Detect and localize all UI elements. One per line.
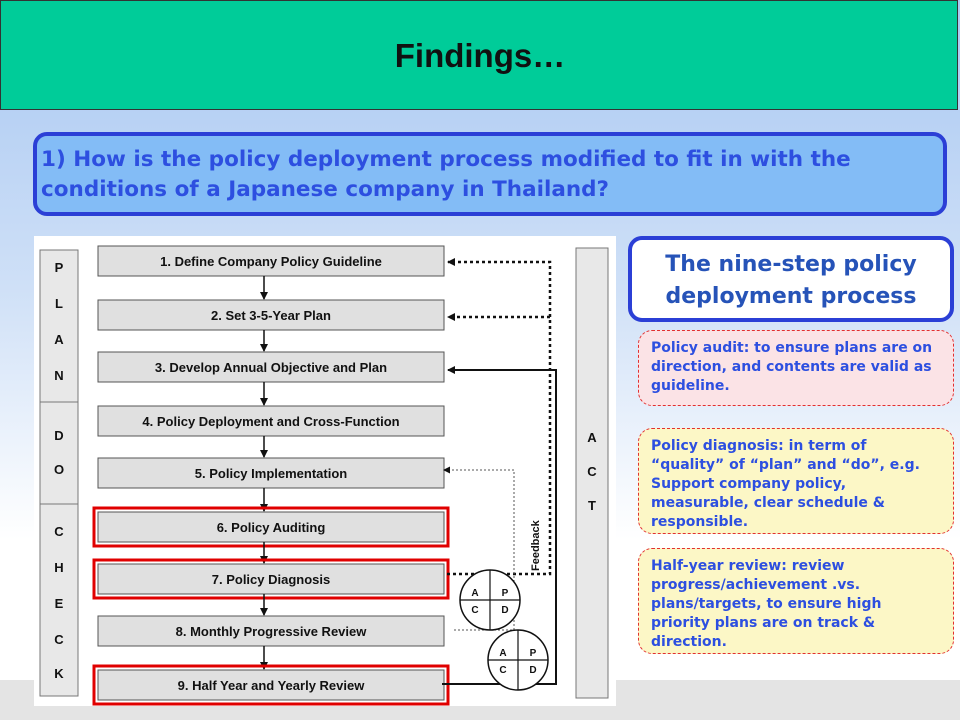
phase-letter: O [54, 462, 64, 477]
pdca-letter: D [529, 665, 536, 676]
phase-box-plan [39, 249, 79, 403]
act-column: A C T [575, 247, 609, 699]
research-question-text: 1) How is the policy deployment process … [41, 147, 851, 202]
act-box [575, 247, 609, 699]
note-policy-diagnosis-text: Policy diagnosis: in term of “quality” o… [651, 438, 920, 530]
step-highlight-frame [92, 506, 450, 548]
note-half-year-review-text: Half-year review: review progress/achiev… [651, 558, 882, 650]
process-title-text: The nine-step policy deployment process [665, 252, 917, 309]
note-policy-audit-text: Policy audit: to ensure plans are on dir… [651, 340, 933, 394]
phase-letter: A [54, 332, 64, 347]
pdca-letter: C [499, 665, 506, 676]
step-label: 1. Define Company Policy Guideline [160, 254, 382, 269]
pdca-letter: P [530, 648, 537, 659]
phase-letter: C [54, 524, 64, 539]
pdca-letter: C [471, 605, 478, 616]
act-letter: T [588, 498, 596, 513]
step-box [97, 405, 445, 437]
phase-letter: K [54, 666, 64, 681]
step-label: 9. Half Year and Yearly Review [178, 678, 366, 693]
step-box [97, 511, 445, 543]
step-label: 4. Policy Deployment and Cross-Function [142, 414, 399, 429]
step-label: 5. Policy Implementation [195, 466, 347, 481]
step-highlight-frame [92, 558, 450, 600]
research-question-box: 1) How is the policy deployment process … [33, 132, 947, 216]
step-box [97, 563, 445, 595]
phase-box-check [39, 503, 79, 697]
phase-letter: N [54, 368, 63, 383]
step-label: 8. Monthly Progressive Review [176, 624, 368, 639]
phase-letter: L [55, 296, 63, 311]
pdca-letter: D [501, 605, 508, 616]
note-policy-diagnosis: Policy diagnosis: in term of “quality” o… [638, 428, 954, 534]
step-label: 2. Set 3-5-Year Plan [211, 308, 331, 323]
note-half-year-review: Half-year review: review progress/achiev… [638, 548, 954, 654]
dotted-feedback-to-step1 [447, 258, 552, 576]
feedback-label: Feedback [530, 519, 542, 571]
step-label: 3. Develop Annual Objective and Plan [155, 360, 387, 375]
phase-letter: C [54, 632, 64, 647]
step-box [97, 615, 445, 647]
step-box [97, 299, 445, 331]
pdca-cycle-icon: A P C D [459, 569, 521, 631]
title-bar: Findings… [0, 0, 958, 110]
page-title: Findings… [394, 37, 566, 74]
phase-letter: P [55, 260, 64, 275]
step-box [97, 351, 445, 383]
phase-letter: D [54, 428, 63, 443]
act-letter: A [587, 430, 597, 445]
note-policy-audit: Policy audit: to ensure plans are on dir… [638, 330, 954, 406]
step-box [97, 245, 445, 277]
act-letter: C [587, 464, 597, 479]
step-label: 6. Policy Auditing [217, 520, 326, 535]
phase-letter: E [55, 596, 64, 611]
step-label: 7. Policy Diagnosis [212, 572, 331, 587]
pdca-letter: P [502, 588, 509, 599]
phase-box-do [39, 401, 79, 505]
phase-column: P L A N D O C H E C K [39, 249, 79, 697]
process-title-box: The nine-step policy deployment process [628, 236, 954, 322]
pdca-letter: A [471, 588, 478, 599]
pdca-cycle-icon: A P C D [487, 629, 549, 691]
phase-letter: H [54, 560, 63, 575]
pdca-letter: A [499, 648, 506, 659]
